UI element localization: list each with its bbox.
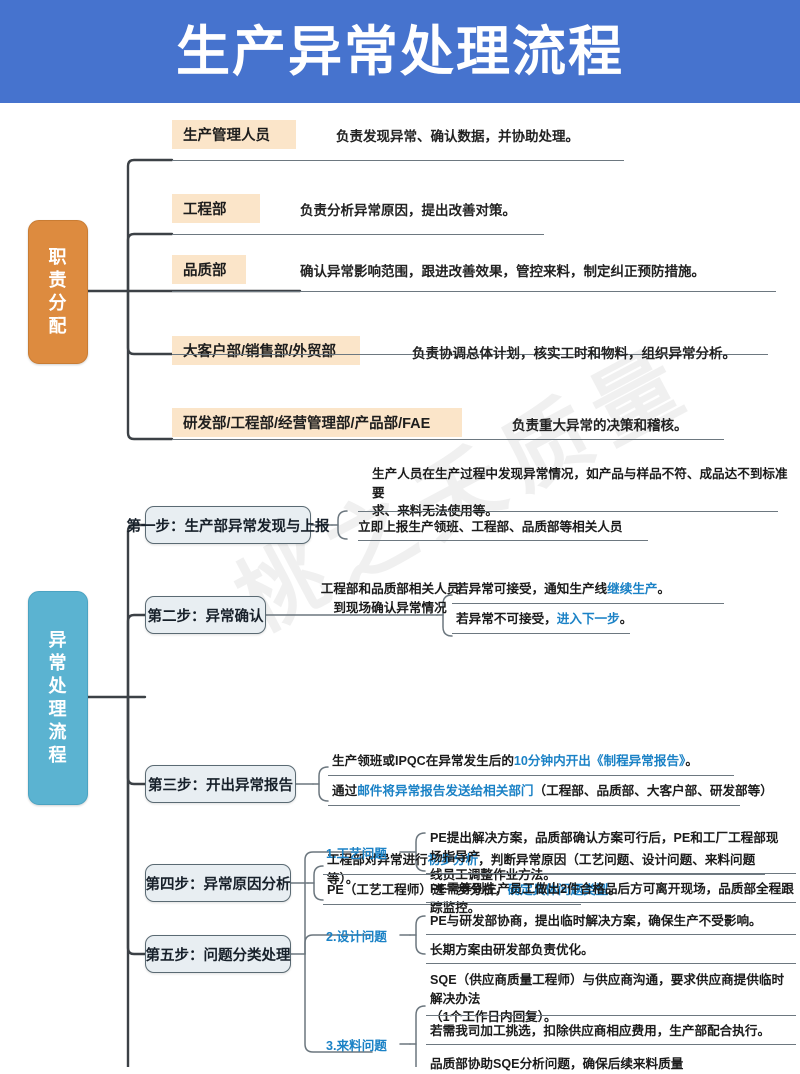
root-char: 常	[48, 652, 68, 673]
step2-underline-2	[452, 633, 630, 634]
page-title: 生产异常处理流程	[176, 21, 624, 82]
dept-chip-engineering[interactable]: 工程部	[172, 194, 260, 223]
root-char: 职	[48, 246, 68, 267]
resp-underline	[172, 234, 544, 235]
root-char: 配	[48, 316, 68, 337]
cat1-underline-2	[426, 902, 796, 903]
page-header: 生产异常处理流程	[0, 0, 800, 103]
step2-branch2-post: 。	[619, 612, 633, 626]
step2-branch1-highlight: 继续生产	[607, 582, 658, 596]
step4-line2-highlight: 确定具体问题类型	[507, 883, 609, 897]
step-box-4[interactable]: 第四步：异常原因分析	[145, 864, 291, 902]
resp-desc-rnd: 负责重大异常的决策和稽核。	[512, 418, 688, 433]
step4-note-1: 工程部对异常进行初步分析，判断异常原因（工艺问题、设计问题、来料问题等）。	[327, 851, 777, 888]
step4-line2-pre: PE（工艺工程师）进一步分析，	[327, 883, 508, 897]
cat1-line2: 线员工调整作业方法。	[430, 868, 556, 883]
resp-desc-production-mgmt: 负责发现异常、确认数据，并协助处理。	[336, 129, 579, 144]
step2-branch-1: 若异常可接受，通知生产线继续生产。	[456, 580, 786, 599]
cat1-line1: PE提出解决方案，品质部确认方案可行后，PE和工厂工程部现场指导产	[430, 831, 779, 864]
dept-chip-rnd[interactable]: 研发部/工程部/经营管理部/产品部/FAE	[172, 408, 462, 437]
step3-line1-post: 。	[685, 754, 698, 768]
dept-chip-production-mgmt[interactable]: 生产管理人员	[172, 120, 296, 149]
cat3-underline-1	[426, 1015, 796, 1016]
step3-line2-pre: 通过	[332, 784, 358, 798]
cat2-underline-2	[426, 963, 796, 964]
step3-underline-2	[328, 805, 740, 806]
step-box-1[interactable]: 第一步：生产部异常发现与上报	[127, 506, 330, 544]
root-node-responsibility[interactable]: 职 责 分 配	[28, 220, 88, 364]
step3-line1-pre: 生产领班或IPQC在异常发生后的	[332, 754, 514, 768]
step2-branch-2: 若异常不可接受，进入下一步。	[456, 610, 786, 629]
step2-branch2-pre: 若异常不可接受，	[456, 612, 557, 626]
step3-underline-1	[328, 775, 734, 776]
step1-underline-1	[358, 511, 778, 512]
step-box-2[interactable]: 第二步：异常确认	[145, 596, 266, 634]
root-char: 分	[48, 293, 68, 313]
resp-underline	[172, 354, 768, 355]
cat2-note-1: PE与研发部协商，提出临时解决方案，确保生产不受影响。	[430, 914, 762, 928]
step1-underline-2	[358, 540, 648, 541]
step2-branch2-highlight: 进入下一步	[556, 612, 620, 626]
cat3-note-2: 若需我司加工挑选，扣除供应商相应费用，生产部配合执行。	[430, 1024, 771, 1038]
cat1-underline-1	[426, 873, 796, 874]
dept-chip-sales[interactable]: 大客户部/销售部/外贸部	[172, 336, 360, 365]
step1-note-line1: 生产人员在生产过程中发现异常情况，如产品与样品不符、成品达不到标准要 求、来料无…	[372, 465, 792, 521]
root-char: 流	[48, 722, 68, 743]
step1-note-line2: 立即上报生产领班、工程部、品质部等相关人员	[358, 520, 623, 534]
step-box-3[interactable]: 第三步：开出异常报告	[145, 765, 296, 803]
cat2-note-2: 长期方案由研发部负责优化。	[430, 943, 594, 957]
flowchart-canvas: 职 责 分 配 生产管理人员 负责发现异常、确认数据，并协助处理。 工程部 负责…	[0, 103, 800, 1071]
resp-underline	[172, 291, 776, 292]
connector-lines	[84, 158, 453, 1067]
category-label-3[interactable]: 3.来料问题	[326, 1039, 387, 1053]
resp-underline	[172, 160, 624, 161]
resp-underline	[172, 439, 724, 440]
category-label-2[interactable]: 2.设计问题	[326, 930, 387, 944]
resp-desc-engineering: 负责分析异常原因，提出改善对策。	[300, 203, 516, 218]
step4-note-2: PE（工艺工程师）进一步分析，确定具体问题类型。	[327, 881, 777, 900]
step4-line1-highlight: 初步分析	[427, 853, 479, 867]
step4-line1-post: ，判断异常原因（工艺问题、设计问题、来料问题等）。	[327, 853, 756, 886]
cat3-underline-2	[426, 1044, 796, 1045]
cat1-note-1: PE提出解决方案，品质部确认方案可行后，PE和工厂工程部现场指导产 线员工调整作…	[430, 829, 790, 885]
cat3-note-3: 品质部协助SQE分析问题，确保后续来料质量	[430, 1057, 684, 1071]
step-box-5[interactable]: 第五步：问题分类处理	[145, 935, 291, 973]
cat3-note-1: SQE（供应商质量工程师）与供应商沟通，要求供应商提供临时解决办法 （1个工作日…	[430, 971, 796, 1027]
step3-line2-highlight: 邮件将异常报告发送给相关部门	[357, 784, 534, 798]
category-label-1[interactable]: 1.工艺问题	[326, 847, 387, 861]
step3-note-2: 通过邮件将异常报告发送给相关部门（工程部、品质部、大客户部、研发部等）	[332, 782, 782, 801]
root-char: 程	[48, 745, 68, 766]
step2-underline-1	[452, 603, 724, 604]
step3-line1-highlight: 10分钟内开出《制程异常报告》	[513, 754, 686, 768]
resp-desc-sales: 负责协调总体计划，核实工时和物料，组织异常分析。	[412, 346, 736, 361]
step2-mid-line1: 工程部和品质部相关人员	[320, 582, 460, 596]
dept-chip-quality[interactable]: 品质部	[172, 255, 246, 284]
step4-line2-post: 。	[608, 883, 621, 897]
resp-desc-quality: 确认异常影响范围，跟进改善效果，管控来料，制定纠正预防措施。	[300, 264, 705, 279]
step3-note-1: 生产领班或IPQC在异常发生后的10分钟内开出《制程异常报告》。	[332, 752, 772, 771]
step2-mid-note: 工程部和品质部相关人员 到现场确认异常情况	[290, 580, 490, 617]
step4-line1-pre: 工程部对异常进行	[327, 853, 428, 867]
step2-mid-line2: 到现场确认异常情况	[333, 600, 447, 615]
cat3-line1: SQE（供应商质量工程师）与供应商沟通，要求供应商提供临时解决办法	[430, 973, 785, 1006]
step4-underline-2	[323, 904, 581, 905]
step4-underline-1	[323, 874, 765, 875]
step2-branch1-post: 。	[657, 582, 671, 596]
root-char: 责	[48, 269, 68, 290]
cat1-note-2: PE需等到生产员工做出2件合格品后方可离开现场，品质部全程跟踪监控。	[430, 882, 794, 915]
root-char: 处	[48, 675, 68, 696]
root-char: 理	[48, 699, 68, 719]
root-process-label: 异 常 处 理 流 程	[49, 629, 68, 767]
step2-branch1-pre: 若异常可接受，通知生产线	[456, 582, 608, 596]
cat2-underline-1	[426, 934, 796, 935]
cat3-line2: （1个工作日内回复）。	[430, 1010, 557, 1025]
root-responsibility-label: 职 责 分 配	[49, 246, 68, 338]
root-node-process[interactable]: 异 常 处 理 流 程	[28, 591, 88, 805]
step3-line2-post: （工程部、品质部、大客户部、研发部等）	[533, 784, 773, 798]
step1-note-line1a: 生产人员在生产过程中发现异常情况，如产品与样品不符、成品达不到标准要	[372, 467, 788, 500]
root-char: 异	[48, 629, 68, 650]
